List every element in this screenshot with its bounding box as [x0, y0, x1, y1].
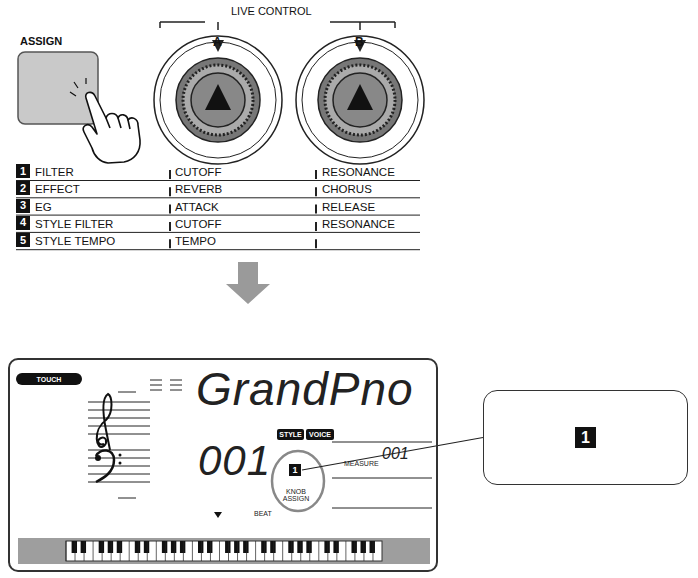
voice-name: GrandPno: [196, 366, 414, 412]
row-number: 4: [16, 216, 30, 230]
knob-function: TEMPO: [175, 236, 216, 248]
press-marks: [70, 78, 86, 96]
row-number: 2: [16, 181, 30, 195]
assign-button: [18, 52, 98, 124]
node-text: 5: [20, 235, 26, 246]
function-name: FILTER: [35, 167, 74, 179]
knob-function: CHORUS: [322, 184, 372, 196]
knob-function: RESONANCE: [322, 219, 395, 231]
pointing-hand: [83, 92, 140, 163]
node-text: 1: [292, 466, 297, 475]
live-control-bracket: [160, 22, 395, 30]
knob-function: RESONANCE: [322, 167, 395, 179]
knob-label: A: [213, 36, 222, 48]
table-rules: [16, 170, 420, 250]
knob-label: B: [355, 36, 364, 48]
leader-line: [302, 438, 483, 471]
node-text: 1: [575, 427, 596, 449]
knob-assign-label: KNOB ASSIGN: [281, 488, 311, 502]
button-label: ASSIGN: [20, 36, 62, 47]
measure-number: 001: [382, 446, 409, 462]
function-name: STYLE FILTER: [35, 219, 113, 231]
node-text: TOUCH: [37, 376, 62, 383]
beat-label: BEAT: [254, 510, 272, 517]
lcd-ground: [9, 359, 437, 571]
node-text: 1: [20, 166, 26, 177]
node-text: VOICE: [309, 431, 331, 438]
node-text: 4: [20, 217, 26, 228]
touch-indicator: TOUCH: [16, 373, 82, 385]
knob-function: RELEASE: [322, 202, 375, 214]
voice-number: 001: [198, 440, 271, 482]
knob-function: ATTACK: [175, 202, 219, 214]
highlight-oval: [272, 451, 324, 511]
lcd-display: GrandPno001MEASURE001BEATKNOB ASSIGNTOUC…: [8, 358, 438, 572]
function-name: EG: [35, 202, 52, 214]
down-arrow: [226, 262, 270, 304]
knob-function: CUTOFF: [175, 167, 221, 179]
knob: [296, 36, 424, 164]
mode-indicator: VOICE: [306, 429, 334, 440]
callout-box: 1: [483, 390, 688, 485]
row-number: 5: [16, 233, 30, 247]
measure-label: MEASURE: [344, 460, 379, 467]
knob-function: CUTOFF: [175, 219, 221, 231]
node-text: 2: [20, 183, 26, 194]
node-text: STYLE: [279, 431, 302, 438]
mode-indicator: STYLE: [277, 429, 304, 440]
row-number: 1: [16, 164, 30, 178]
knob-assign-number: 1: [289, 464, 301, 476]
function-name: EFFECT: [35, 184, 80, 196]
knobs: [154, 36, 424, 164]
function-name: STYLE TEMPO: [35, 236, 115, 248]
node-text: 3: [20, 200, 26, 211]
knob-function: REVERB: [175, 184, 222, 196]
section-title: LIVE CONTROL: [228, 6, 315, 17]
knob: [154, 36, 282, 164]
row-number: 3: [16, 199, 30, 213]
